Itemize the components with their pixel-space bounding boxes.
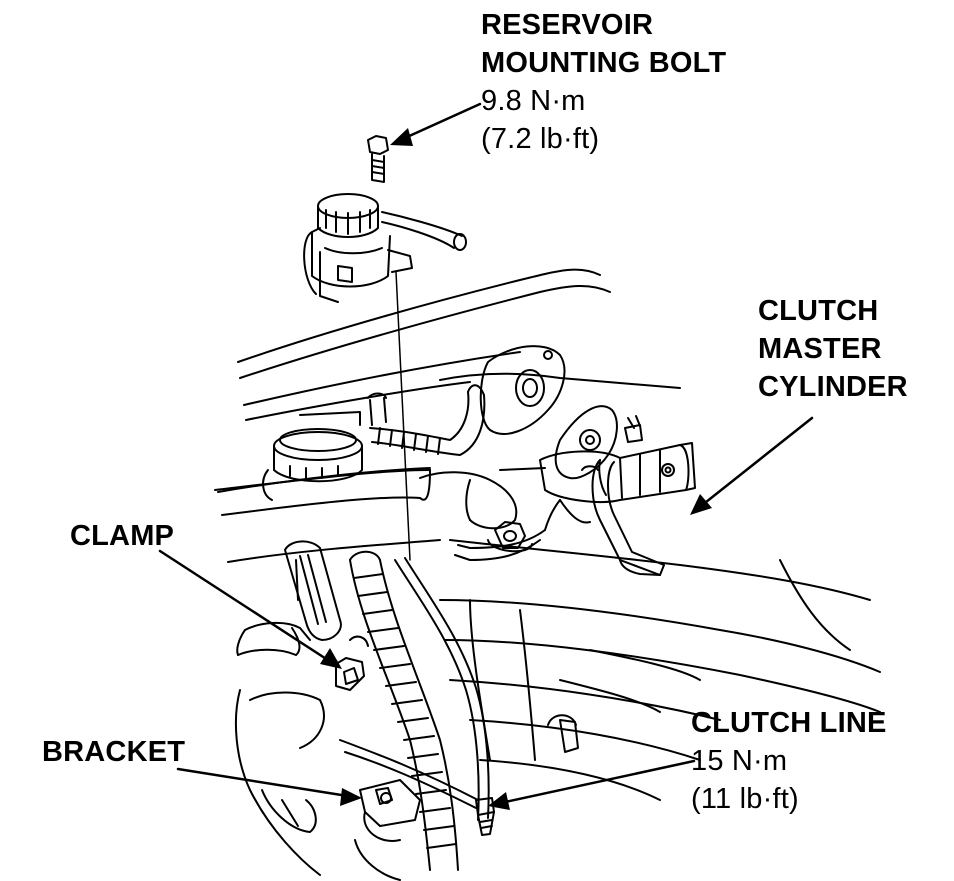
arrow-clutch-line <box>494 759 696 806</box>
firewall-structure <box>217 268 681 563</box>
clutch-master-line3: CYLINDER <box>758 371 908 403</box>
brake-reservoir-cap <box>262 428 363 501</box>
clutch-pipes <box>454 459 665 576</box>
left-bracket-assembly <box>234 540 342 876</box>
reservoir-bolt-title-line1: RESERVOIR <box>481 9 654 41</box>
reservoir-bolt-callout: RESERVOIR MOUNTING BOLT 9.8 N·m (7.2 lb·… <box>481 6 726 158</box>
clutch-line-torque-lbft: (11 lb·ft) <box>691 783 799 815</box>
arrowhead-clutch-master-cylinder <box>690 494 712 515</box>
arrow-clamp <box>158 549 336 666</box>
center-bolt <box>487 521 533 553</box>
arrowhead-clamp <box>320 648 342 669</box>
reservoir-mounting-bolt <box>367 135 389 183</box>
clutch-line-callout: CLUTCH LINE 15 N·m (11 lb·ft) <box>691 704 887 818</box>
bottom-bracket <box>354 779 421 881</box>
bracket-label: BRACKET <box>42 736 186 768</box>
clutch-master-cylinder <box>539 415 696 524</box>
clamp-part <box>335 635 369 691</box>
bracket-callout: BRACKET <box>42 733 185 771</box>
corrugated-hose <box>349 550 459 871</box>
reservoir-bolt-title-line2: MOUNTING BOLT <box>481 47 727 79</box>
clamp-label: CLAMP <box>70 520 175 552</box>
clutch-master-line2: MASTER <box>758 333 882 365</box>
arrowhead-clutch-line <box>488 792 510 810</box>
clutch-master-line1: CLUTCH <box>758 295 879 327</box>
intake-manifold <box>439 539 881 801</box>
clutch-master-cylinder-callout: CLUTCH MASTER CYLINDER <box>758 292 908 406</box>
clutch-line-title: CLUTCH LINE <box>691 707 887 739</box>
reservoir-feed-hose <box>367 384 486 456</box>
flange-plate <box>479 345 618 480</box>
arrow-clutch-master-cylinder <box>694 416 814 512</box>
clutch-line-torque-nm: 15 N·m <box>691 745 788 777</box>
clamp-callout: CLAMP <box>70 517 174 555</box>
reservoir-bolt-torque-nm: 9.8 N·m <box>481 85 586 117</box>
arrow-bracket <box>176 767 356 799</box>
leader-arrows <box>158 102 814 806</box>
clutch-fluid-reservoir <box>303 193 467 561</box>
arrowheads <box>320 128 712 810</box>
arrowhead-reservoir-bolt <box>390 128 413 146</box>
reservoir-bolt-torque-lbft: (7.2 lb·ft) <box>481 123 600 155</box>
brake-booster-hose <box>214 469 518 530</box>
clutch-line-pipe <box>339 557 495 836</box>
arrowhead-bracket <box>340 788 362 806</box>
